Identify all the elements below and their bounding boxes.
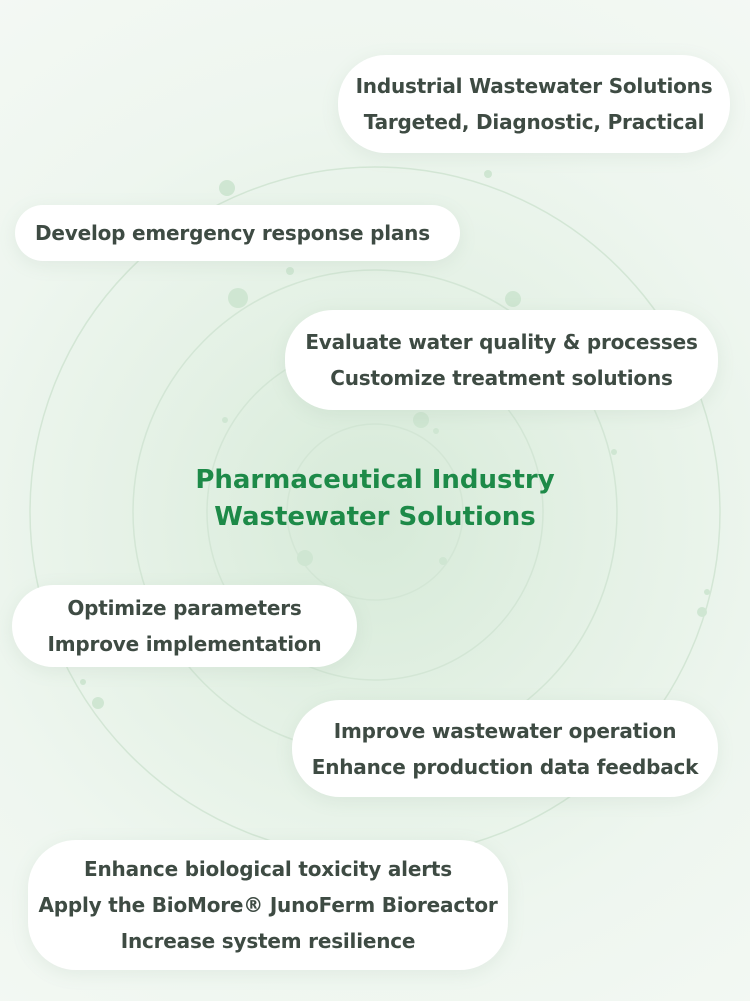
dot [222,417,228,423]
pill-text: Improve wastewater operation [333,718,677,743]
dot [439,557,447,565]
dot [505,291,521,307]
pill-text: Optimize parameters [67,596,302,620]
dot [484,170,492,178]
dot [697,607,707,617]
dot [219,180,235,196]
pill-toxicity-alerts: Enhance biological toxicity alerts Apply… [28,840,508,970]
title-line: Pharmaceutical Industry [195,465,555,495]
ring-inner [286,423,464,601]
dot [228,288,248,308]
pill-optimize-parameters: Optimize parameters Improve implementati… [12,585,357,667]
dot [80,679,86,685]
pill-text: Customize treatment solutions [330,366,673,390]
dot [286,267,294,275]
pill-text: Apply the BioMore® JunoFerm Bioreactor [38,893,498,917]
pill-evaluate-quality: Evaluate water quality & processes Custo… [285,310,718,410]
dot [92,697,104,709]
pill-text: Evaluate water quality & processes [305,330,698,354]
pill-industrial-solutions: Industrial Wastewater Solutions Targeted… [338,55,730,153]
pill-emergency-plans: Develop emergency response plans [15,205,460,261]
title-line: Wastewater Solutions [214,502,536,532]
pill-improve-operation: Improve wastewater operation Enhance pro… [292,700,718,797]
pill-text: Targeted, Diagnostic, Practical [363,110,705,134]
pill-text: Industrial Wastewater Solutions [355,74,713,98]
dot [704,589,710,595]
pill-text: Enhance production data feedback [311,754,699,779]
pill-text: Improve implementation [47,632,322,656]
pill-text: Develop emergency response plans [35,221,430,245]
dot [413,412,429,428]
dot [297,550,313,566]
pill-text: Increase system resilience [120,929,416,953]
center-title: Pharmaceutical Industry Wastewater Solut… [150,462,600,536]
dot [433,428,439,434]
pill-text: Enhance biological toxicity alerts [84,857,452,881]
dot [611,449,617,455]
